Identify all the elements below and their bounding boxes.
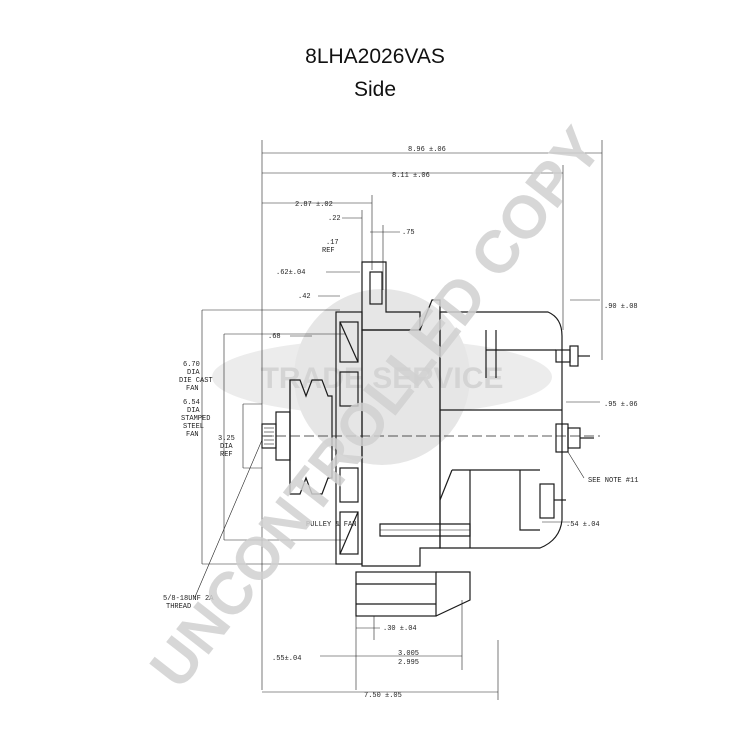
thread-label: THREAD <box>166 603 191 611</box>
dim-body-top: 8.11 ±.06 <box>392 172 430 180</box>
thread-spec: 5/8-18UNF 2A <box>163 595 214 603</box>
dim-front-offset: 2.87 ±.02 <box>295 201 333 209</box>
terminals <box>539 345 594 519</box>
dim-325-ref: REF <box>220 451 233 459</box>
dim-068: .68 <box>268 333 281 341</box>
view-subtitle: Side <box>353 78 397 101</box>
top-dimensions <box>261 140 603 690</box>
dim-2995: 2.995 <box>398 659 419 667</box>
uncontrolled-copy-watermark: UNCONTROLLED COPY <box>137 115 615 700</box>
dim-654-dia: DIA <box>187 407 200 415</box>
trade-service-text: TRADE SERVICE <box>261 362 504 395</box>
dim-090: .90 ±.08 <box>604 303 638 311</box>
dimension-labels: 8.96 ±.06 8.11 ±.06 2.87 ±.02 .22 .75 .1… <box>163 146 638 700</box>
dim-325: 3.25 <box>218 435 235 443</box>
left-diameters <box>194 309 345 598</box>
dim-ref: REF <box>322 247 335 255</box>
dim-overall-bottom: 7.50 ±.05 <box>364 692 402 700</box>
dim-030: .30 ±.04 <box>383 625 417 633</box>
bottom-dimensions <box>262 299 600 700</box>
dim-stamped: STAMPED <box>181 415 210 423</box>
trade-service-watermark: TRADE SERVICE <box>212 289 552 465</box>
dim-062: .62±.04 <box>276 269 305 277</box>
rear-housing <box>262 311 600 549</box>
dim-3005: 3.005 <box>398 650 419 658</box>
dim-670: 6.70 <box>183 361 200 369</box>
dim-054: .54 ±.04 <box>566 521 600 529</box>
dim-075: .75 <box>402 229 415 237</box>
dim-steel: STEEL <box>183 423 204 431</box>
see-note-11: SEE NOTE #11 <box>588 477 638 485</box>
dim-022: .22 <box>328 215 341 223</box>
dim-654-fan: FAN <box>186 431 199 439</box>
dim-055: .55±.04 <box>272 655 301 663</box>
part-number-title: 8LHA2026VAS <box>305 45 445 68</box>
dim-095: .95 ±.06 <box>604 401 638 409</box>
dim-die-cast: DIE CAST <box>179 377 213 385</box>
dim-670-fan: FAN <box>186 385 199 393</box>
dim-017: .17 <box>326 239 339 247</box>
dim-042: .42 <box>298 293 311 301</box>
dim-654: 6.54 <box>183 399 200 407</box>
dim-670-dia: DIA <box>187 369 200 377</box>
dim-325-dia: DIA <box>220 443 233 451</box>
pulley-fan-label: PULLEY & FAN <box>306 521 356 529</box>
fan <box>335 311 363 565</box>
dim-overall-top: 8.96 ±.06 <box>408 146 446 154</box>
